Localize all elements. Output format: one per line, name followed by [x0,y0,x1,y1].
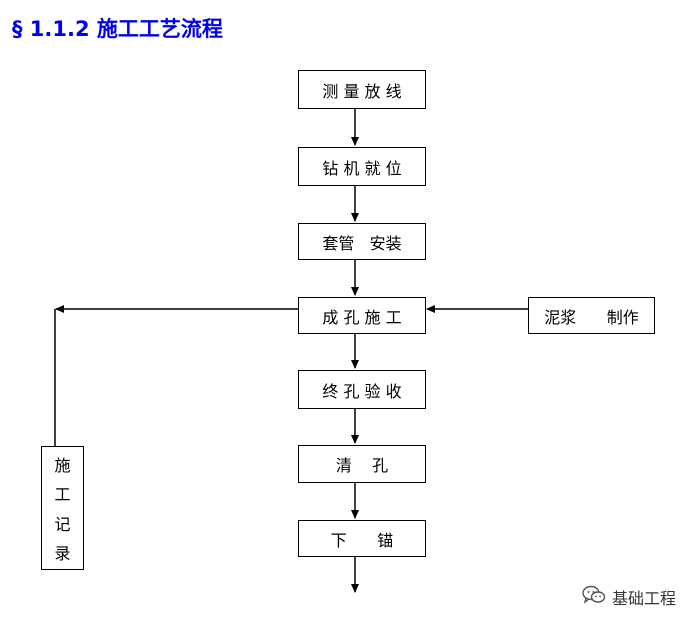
diagram-title: § 1.1.2 施工工艺流程 [12,17,223,41]
step-final-hole: 终 孔 验 收 [298,370,426,409]
record-char-1: 施 [54,456,71,476]
step-mud-preparation: 泥浆 制作 [528,297,655,334]
record-char-3: 记 [54,514,71,534]
watermark: 基础工程 [582,585,676,609]
step-survey: 测 量 放 线 [298,70,426,109]
record-char-4: 录 [54,543,71,563]
step-rig-position: 钻 机 就 位 [298,147,426,186]
step-drilling: 成 孔 施 工 [298,297,426,334]
watermark-text: 基础工程 [611,589,676,608]
wechat-icon [582,585,606,609]
step-cleaning: 清 孔 [298,445,426,483]
step-casing: 套管 安装 [298,223,426,260]
step-anchor: 下 锚 [298,520,426,557]
step-construction-record: 施 工 记 录 [41,446,84,570]
record-char-2: 工 [54,485,71,505]
